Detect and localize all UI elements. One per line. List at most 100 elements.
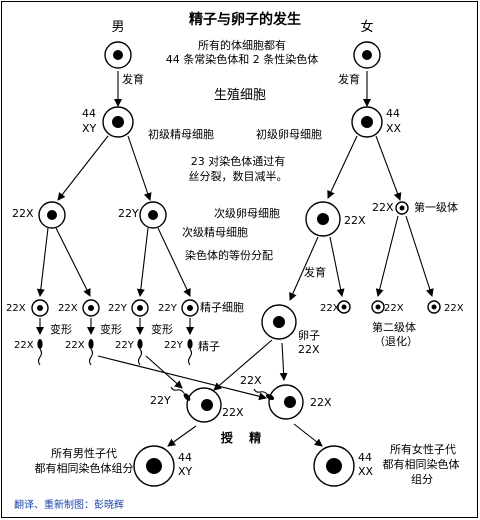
fertilization-label: 授 精 [221,430,267,445]
sperm-x-to-female-zygote [97,355,267,401]
polar-body-b-nucleus [375,304,381,310]
intro-line1: 所有的体细胞都有 [198,38,286,52]
female-meiosis1-right [375,135,402,201]
ovum-chrom: 22X [298,343,320,356]
male-offspring-line1: 所有男性子代 [51,446,117,460]
spermatid-label: 精子细胞 [200,301,244,314]
female-zygote-egg-chrom: 22X [310,396,332,409]
sperm-3-chrom: 22Y [115,340,135,351]
male-meiosis1-left [57,135,109,201]
meiosis-note-line2: 丝分裂，数目减半。 [189,169,288,183]
develop-right: 发育 [338,72,360,86]
sperm-label: 精子 [198,340,220,353]
secondary-spermatocyte-left-chrom: 22X [12,207,34,220]
female-label: 女 [360,19,373,35]
male-meiosis1-right [127,135,152,201]
primary-spermatocyte-chrom-bottom: XY [82,122,97,135]
sperm-2 [88,339,94,366]
secondary-oocyte-chrom: 22X [344,214,366,227]
male-offspring-chrom-top: 44 [178,451,192,464]
spermatid-4-chrom: 22Y [158,303,178,314]
male-meiosis2-b [55,227,91,297]
secondary-spermatocyte-label: 次级精母细胞 [182,225,248,239]
primary-oocyte-chrom-bottom: XX [386,122,402,135]
female-meiosis2-polar [329,236,345,297]
male-meiosis2-d [157,227,191,297]
sperm-y-to-male-zygote [145,355,183,389]
polar-body-c-nucleus [431,304,437,310]
spermatid-1-nucleus [37,305,43,311]
polar-body-b-chrom: 22X [384,303,404,314]
sperm-1 [37,339,43,366]
sperm-2-chrom: 22X [65,340,85,351]
spermatid-3-chrom: 22Y [108,303,128,314]
sperm-4 [187,339,193,366]
first-polar-body-chrom: 22X [372,201,394,214]
female-offspring-line1: 所有女性子代 [390,442,456,456]
sperm-1-chrom: 22X [14,340,34,351]
female-offspring-chrom-top: 44 [358,451,372,464]
ovum-to-male-zygote [213,339,273,391]
female-zygote-to-offspring [293,423,323,447]
spermatid-1-chrom: 22X [6,303,26,314]
connectors [36,71,434,447]
male-zygote-egg-chrom: 22X [222,406,244,419]
develop-left: 发育 [122,72,144,86]
primary-oocyte-chrom-top: 44 [386,107,400,120]
credit-line: 翻译、重新制图：彭晓辉 [14,498,124,511]
sperm-entering-male-zygote [170,386,191,401]
spermatid-3-nucleus [137,305,143,311]
female-meiosis1-left [327,135,358,199]
polar-split-right [405,215,434,297]
female-offspring-line3: 组分 [411,472,433,486]
polar-body-c-chrom: 22X [444,303,464,314]
female-zygote-sperm-chrom: 22X [240,374,262,387]
equal-distribution-label: 染色体的等份分配 [185,248,273,262]
intro-line2: 44 条常染色体和 2 条性染色体 [166,52,319,66]
secondary-oocyte-label: 次级卵母细胞 [214,206,280,220]
female-body-nucleus [362,50,372,60]
secondary-spermatocyte-right-chrom: 22Y [118,207,139,220]
female-zygote-nucleus [284,396,296,408]
secondary-oocyte-nucleus [317,213,329,225]
male-meiosis2-c [136,227,149,297]
primary-spermatocyte-chrom-top: 44 [82,107,96,120]
male-offspring-nucleus [146,458,162,474]
male-label: 男 [111,20,124,35]
primary-oocyte-label: 初级卵母细胞 [256,127,322,141]
secondary-spermatocyte-x-nucleus [47,210,57,220]
male-body-nucleus [113,50,123,60]
male-zygote-to-offspring [167,425,197,447]
polar-body-a-chrom: 22X [320,303,340,314]
first-polar-body-label: 第一级体 [414,200,458,214]
sperm-4-chrom: 22Y [164,340,184,351]
primary-oocyte-nucleus [361,116,373,128]
second-polar-body-sub: （退化） [374,334,418,348]
male-offspring-chrom-bottom: XY [178,465,193,478]
germ-cell-label: 生殖细胞 [214,87,266,103]
second-polar-body-label: 第二级体 [372,320,416,334]
develop-mid: 发育 [304,265,326,279]
ovum-nucleus [273,316,285,328]
female-offspring-nucleus [326,458,342,474]
transform-label-2: 变形 [100,322,122,336]
diagram-title: 精子与卵子的发生 [189,11,301,28]
ovum-to-female-zygote [279,342,288,381]
spermatid-2-chrom: 22X [58,303,78,314]
primary-spermatocyte-label: 初级精母细胞 [148,127,214,141]
transform-label-1: 变形 [50,322,72,336]
sperm-entering-female-zygote [253,388,275,401]
primary-spermatocyte-nucleus [112,116,124,128]
spermatid-4-nucleus [187,305,193,311]
spermatid-2-nucleus [88,305,94,311]
cells [31,41,441,487]
labels: 精子与卵子的发生 男 女 所有的体细胞都有 44 条常染色体和 2 条性染色体 … [6,11,464,511]
male-meiosis2-a [36,227,49,297]
female-meiosis2-ovum [289,236,319,301]
first-polar-body-nucleus [399,205,405,211]
male-offspring-line2: 都有相同染色体组分 [35,461,134,475]
polar-body-a-nucleus [341,304,347,310]
